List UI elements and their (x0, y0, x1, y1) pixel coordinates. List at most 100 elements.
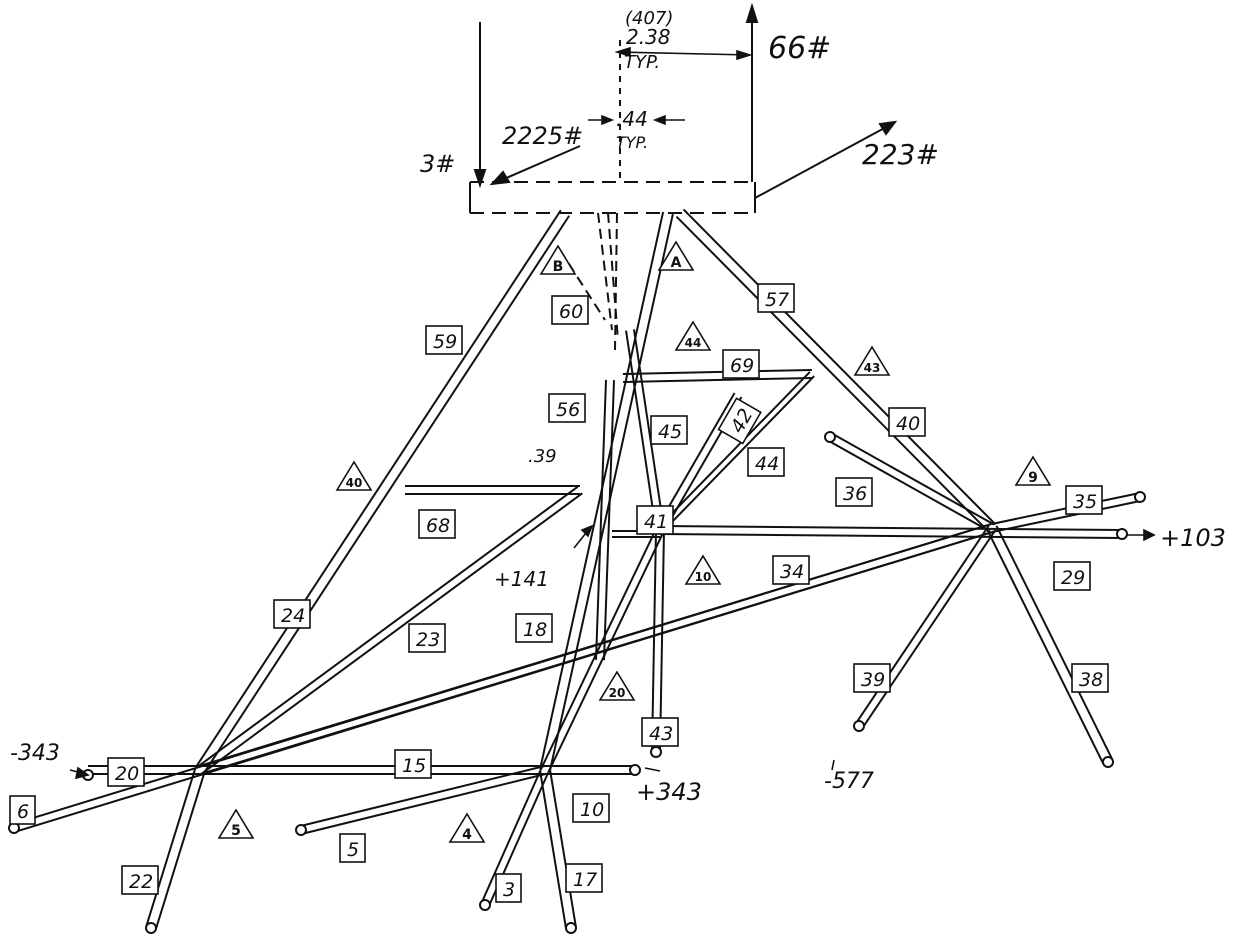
gap-value: .44 (616, 107, 648, 131)
svg-text:34: 34 (780, 561, 804, 583)
member-41 (595, 379, 615, 661)
load-diagonal-out: 223# (862, 138, 939, 171)
member-label-15: 15 (394, 749, 432, 779)
member-6-35 (12, 523, 994, 833)
node-label-40: 40 (335, 460, 373, 491)
svg-text:23: 23 (416, 629, 440, 651)
member-label-23: 23 (408, 623, 446, 653)
member-38 (986, 525, 1114, 765)
svg-text:24: 24 (281, 605, 305, 627)
member-36 (827, 432, 995, 533)
svg-text:15: 15 (402, 755, 426, 777)
node-label-A: A (657, 240, 695, 271)
svg-text:A: A (671, 255, 682, 271)
svg-text:40: 40 (896, 413, 920, 435)
load-right-upper: +103 (1160, 524, 1226, 552)
member-label-45: 45 (650, 415, 688, 445)
member-5 (299, 765, 547, 835)
member-label-10: 10 (572, 793, 610, 823)
svg-text:45: 45 (658, 421, 682, 443)
svg-text:6: 6 (17, 801, 29, 823)
member-label-44: 44 (747, 447, 785, 477)
svg-text:20: 20 (609, 686, 626, 700)
svg-text:5: 5 (231, 823, 241, 839)
svg-text:3: 3 (503, 879, 515, 901)
member-20-15 (88, 765, 635, 775)
load-diagonal-in: 2225# (502, 122, 583, 150)
node-label-9: 9 (1014, 455, 1052, 486)
svg-text:10: 10 (580, 799, 604, 821)
member-label-24: 24 (273, 599, 311, 629)
width-main: 2.38 (626, 25, 671, 49)
member-label-38: 38 (1071, 663, 1109, 693)
member-label-56: 56 (548, 393, 586, 423)
member-22 (145, 768, 206, 930)
member-23 (197, 485, 583, 775)
member-17 (539, 769, 577, 929)
svg-text:10: 10 (695, 570, 712, 584)
dashed-member-1 (607, 212, 619, 341)
member-label-29: 29 (1053, 561, 1091, 591)
svg-text:60: 60 (559, 301, 583, 323)
member-ends (8, 431, 1146, 934)
width-value: (407) (625, 8, 673, 29)
truss-members (12, 208, 1142, 930)
load-right-vertical: 66# (768, 31, 831, 66)
svg-text:38: 38 (1079, 669, 1103, 691)
node-label-B: B (539, 244, 577, 275)
member-10-20 (540, 527, 665, 773)
svg-text:69: 69 (730, 355, 754, 377)
load-left-horizontal: -343 (10, 741, 60, 766)
member-label-57: 57 (757, 283, 795, 313)
load-left-vertical: 3# (420, 150, 455, 178)
svg-text:43: 43 (864, 361, 881, 375)
member-34-29 (659, 525, 1123, 539)
svg-text:17: 17 (573, 869, 597, 891)
svg-text:36: 36 (843, 483, 867, 505)
svg-text:40: 40 (346, 476, 363, 490)
member-35 (990, 492, 1142, 533)
small-arrows (69, 524, 1156, 780)
svg-text:56: 56 (556, 399, 580, 421)
svg-text:5: 5 (347, 839, 359, 861)
svg-text:B: B (553, 259, 564, 275)
member-44 (657, 371, 815, 533)
member-label-3: 3 (495, 873, 522, 903)
svg-text:59: 59 (433, 331, 457, 353)
svg-text:57: 57 (765, 289, 789, 311)
member-label-22: 22 (121, 865, 159, 895)
load-center-node: +141 (494, 567, 549, 591)
member-label-17: 17 (565, 863, 603, 893)
svg-text:44: 44 (685, 336, 702, 350)
svg-text:44: 44 (755, 453, 779, 475)
load-arrows (473, 2, 898, 199)
annotation-39: .39 (528, 446, 557, 467)
dashed-member-2 (614, 212, 618, 351)
dashed-member-3 (559, 249, 606, 321)
member-label-39: 39 (853, 663, 891, 693)
load-bottom-right: -577 (824, 769, 874, 794)
svg-text:39: 39 (861, 669, 885, 691)
member-label-34: 34 (772, 555, 810, 585)
member-68 (405, 485, 580, 495)
svg-text:20: 20 (115, 763, 139, 785)
load-text: 3# 2225# 66# 223# -343 +343 +103 -577 +1… (10, 31, 1226, 806)
member-43 (651, 529, 665, 753)
node-label-4: 4 (448, 812, 486, 843)
node-label-5: 5 (217, 808, 255, 839)
svg-text:18: 18 (523, 619, 547, 641)
svg-text:22: 22 (129, 871, 153, 893)
svg-text:29: 29 (1061, 567, 1085, 589)
node-label-44: 44 (674, 320, 712, 351)
dashed-member-0 (597, 212, 613, 331)
member-39 (854, 525, 997, 729)
member-69 (622, 369, 813, 383)
dimension-lines (588, 46, 753, 126)
member-label-40: 40 (888, 407, 926, 437)
dimension-text: (407) 2.38 TYP. .44 TYP. (616, 8, 673, 152)
member-label-6: 6 (9, 795, 36, 825)
member-label-69: 69 (722, 349, 760, 379)
